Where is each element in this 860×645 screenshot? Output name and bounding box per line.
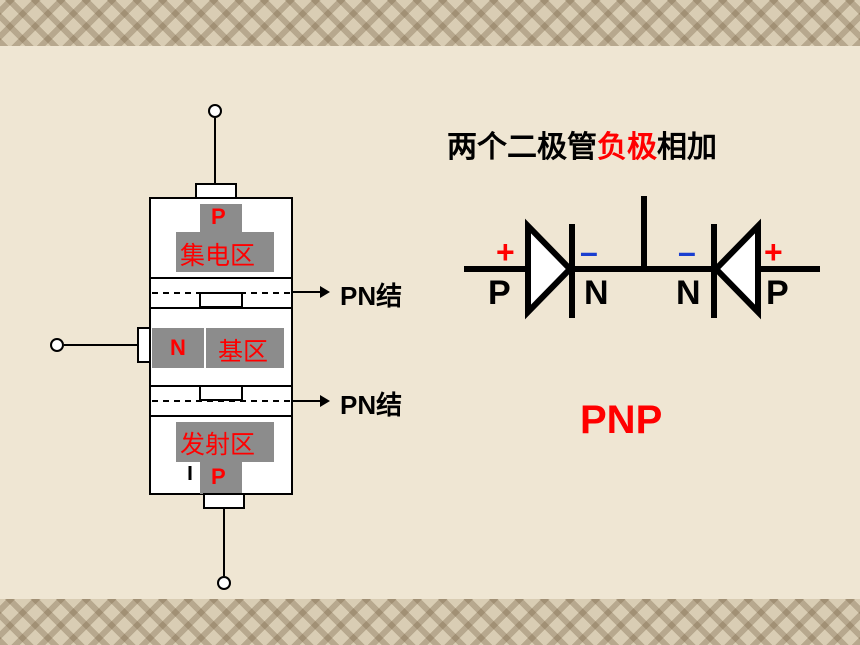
base-region-label: 基区 <box>218 337 269 366</box>
right-n-letter: N <box>676 274 701 312</box>
emitter-label-bg <box>176 422 274 462</box>
right-plus-sign: + <box>764 234 783 270</box>
lower-junction-label: PN结 <box>340 390 403 420</box>
collector-contact <box>195 183 237 199</box>
upper-junction-label: PN结 <box>340 281 403 311</box>
collector-letter: P <box>211 204 226 229</box>
emitter-terminal <box>217 576 231 590</box>
collector-label-bg <box>176 232 274 272</box>
base-letter: N <box>170 335 186 360</box>
emitter-contact <box>203 493 245 509</box>
lower-arrow-head <box>320 395 330 407</box>
heading: 两个二极管负极相加 <box>447 122 717 166</box>
base-letter-bg <box>152 328 204 368</box>
collector-region-label: 集电区 <box>180 241 256 270</box>
decorative-bottom-border <box>0 599 860 645</box>
heading-highlight: 负极 <box>597 130 657 165</box>
base-label-bg <box>206 328 284 368</box>
collector-terminal <box>208 104 222 118</box>
left-minus-sign: – <box>580 234 598 270</box>
lower-junction-contact <box>199 385 243 401</box>
left-plus-sign: + <box>496 234 515 270</box>
right-diode-triangle <box>711 218 761 320</box>
emitter-region-label: 发射区 <box>180 430 256 459</box>
emitter-letter: P <box>211 464 226 489</box>
heading-part1: 两个二极管 <box>447 130 597 165</box>
collector-letter-bg <box>200 204 242 234</box>
base-terminal <box>50 338 64 352</box>
left-p-letter: P <box>488 274 511 312</box>
transistor-type-label: PNP <box>580 398 663 442</box>
upper-arrow-head <box>320 286 330 298</box>
left-diode-triangle <box>525 218 575 320</box>
left-n-letter: N <box>584 274 609 312</box>
upper-junction-contact <box>199 292 243 308</box>
right-minus-sign: – <box>678 234 696 270</box>
right-p-letter: P <box>766 274 789 312</box>
base-contact <box>137 327 151 363</box>
heading-part3: 相加 <box>657 130 717 165</box>
emitter-letter-bg <box>200 462 242 494</box>
decorative-top-border <box>0 0 860 46</box>
